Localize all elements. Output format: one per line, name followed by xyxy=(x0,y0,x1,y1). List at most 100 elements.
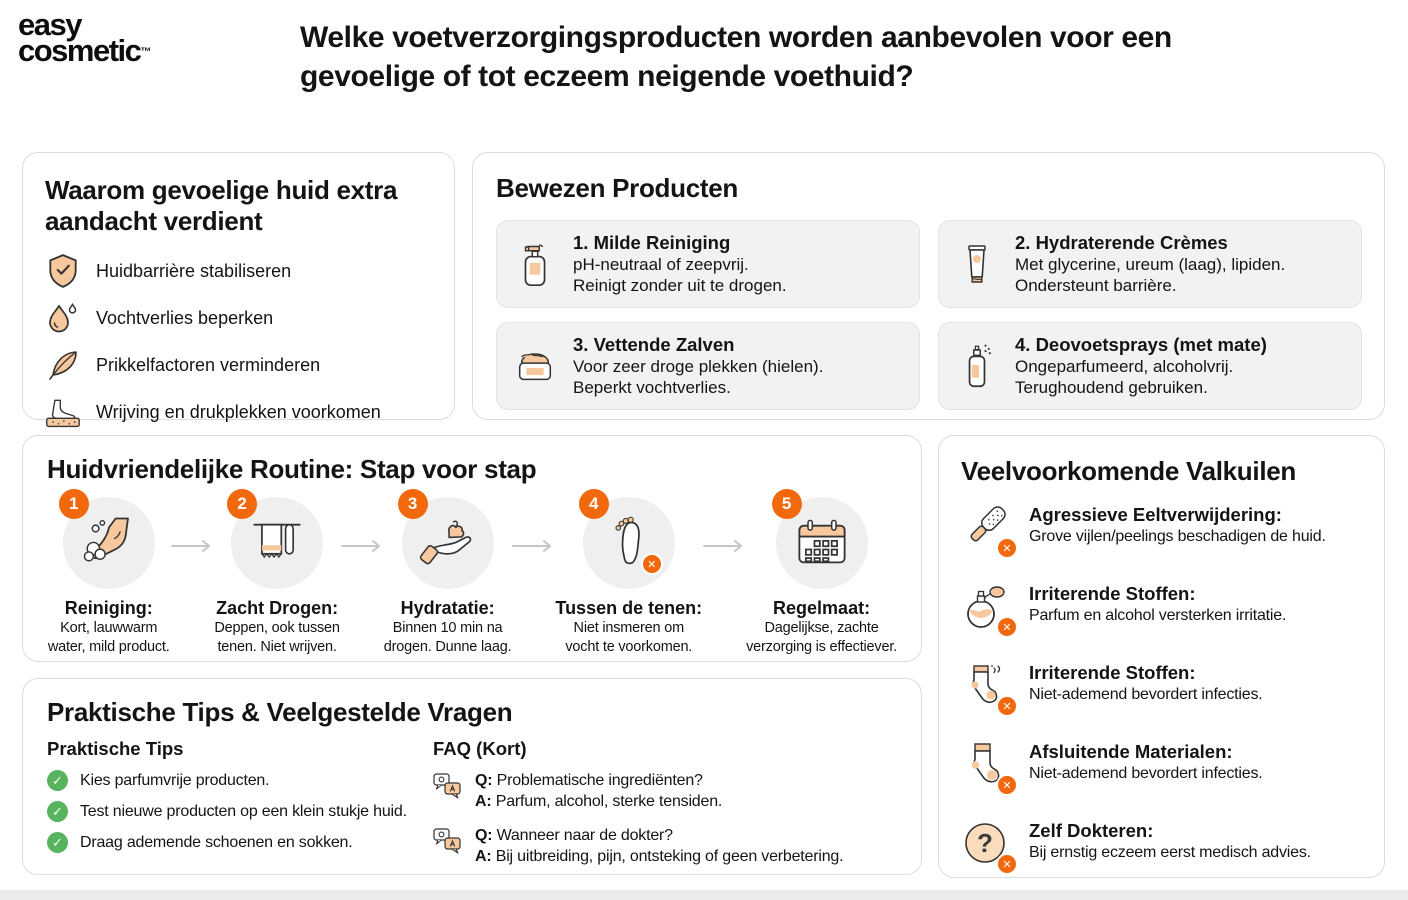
cream-tube-icon xyxy=(955,234,999,294)
faq-column: FAQ (Kort) Q: Problematische ingrediënte… xyxy=(433,738,897,880)
tip-label: Test nieuwe producten op een klein stukj… xyxy=(80,802,407,820)
foot-toes-x-icon xyxy=(601,515,657,571)
x-mark-badge xyxy=(996,853,1018,875)
easycosmetic-logo: easy cosmetic™ xyxy=(18,7,152,68)
step-title: Regelmaat: xyxy=(773,598,871,618)
why-item-label: Wrijving en drukplekken voorkomen xyxy=(96,401,381,422)
list-item: Wrijving en drukplekken voorkomen xyxy=(45,394,432,430)
product-line: Reinigt zonder uit te drogen. xyxy=(573,276,787,295)
tips-card-title: Praktische Tips & Veelgestelde Vragen xyxy=(47,697,513,727)
x-mark-badge xyxy=(996,537,1018,559)
pitfall-item-occlusive-materials: Afsluitende Materialen: Niet-ademend bev… xyxy=(961,740,1362,796)
step-number-badge: 2 xyxy=(227,489,258,519)
routine-card-title: Huidvriendelijke Routine: Stap voor stap xyxy=(47,454,537,484)
step-desc-line: Deppen, ook tussen xyxy=(214,620,340,636)
list-item: Test nieuwe producten op een klein stukj… xyxy=(47,801,433,822)
tip-label: Draag ademende schoenen en sokken. xyxy=(80,833,353,851)
routine-step-3: 3 Hydratatie: Binnen 10 min na drogen. D… xyxy=(383,489,512,656)
why-item-label: Huidbarrière stabiliseren xyxy=(96,260,292,281)
list-item: Huidbarrière stabiliseren xyxy=(45,253,432,289)
check-circle-icon xyxy=(47,832,68,853)
logo-line2: cosmetic™ xyxy=(18,33,152,68)
step-desc-line: Dagelijkse, zachte xyxy=(764,620,879,636)
step-title: Reiniging: xyxy=(64,598,153,618)
faq-entry: Q: Problematische ingrediënten? A: Parfu… xyxy=(433,770,897,812)
pitfall-desc: Niet-ademend bevordert infecties. xyxy=(1029,686,1263,703)
product-line: Beperkt vochtverlies. xyxy=(573,378,731,397)
product-line: Voor zeer droge plekken (hielen). xyxy=(573,357,824,376)
product-line: pH-neutraal of zeepvrij. xyxy=(573,255,749,274)
product-line: Ongeparfumeerd, alcoholvrij. xyxy=(1015,357,1234,376)
feather-icon xyxy=(45,347,81,383)
pitfall-desc: Grove vijlen/peelings beschadigen de hui… xyxy=(1029,528,1326,545)
tips-heading: Praktische Tips xyxy=(47,738,184,759)
step-circle: 2 xyxy=(227,489,324,589)
pitfalls-list: Agressieve Eeltverwijdering: Grove vijle… xyxy=(961,503,1362,875)
proven-products-card: Bewezen Producten 1. Milde Reiniging pH-… xyxy=(472,152,1385,420)
foot-file-x-icon xyxy=(961,503,1018,559)
step-desc-line: Niet insmeren om xyxy=(573,620,685,636)
check-circle-icon xyxy=(47,801,68,822)
list-item: Prikkelfactoren verminderen xyxy=(45,347,432,383)
list-item: Draag ademende schoenen en sokken. xyxy=(47,832,433,853)
arrow-right-icon xyxy=(511,539,555,553)
step-circle: 4 xyxy=(578,489,675,589)
why-card-title: Waarom gevoelige huid extra aandacht ver… xyxy=(45,175,398,236)
faq-question: Q: Problematische ingrediënten? xyxy=(475,772,703,789)
faq-answer: A: Parfum, alcohol, sterke tensiden. xyxy=(475,793,723,810)
step-desc-line: tenen. Niet wrijven. xyxy=(217,638,337,655)
routine-card: Huidvriendelijke Routine: Stap voor stap… xyxy=(22,435,922,662)
arrow-right-icon xyxy=(170,539,214,553)
shield-check-icon xyxy=(45,253,81,289)
why-item-label: Vochtverlies beperken xyxy=(96,307,274,328)
arrow-right-icon xyxy=(340,539,384,553)
pump-bottle-icon xyxy=(513,233,557,295)
product-title: 3. Vettende Zalven xyxy=(573,334,735,355)
faq-entry: Q: Wanneer naar de dokter? A: Bij uitbre… xyxy=(433,825,897,867)
product-item-hydrating-creams: 2. Hydraterende Crèmes Met glycerine, ur… xyxy=(938,220,1362,308)
list-item: Vochtverlies beperken xyxy=(45,300,432,336)
step-title: Hydratatie: xyxy=(400,598,495,618)
step-desc-line: Binnen 10 min na xyxy=(392,620,503,636)
products-grid: 1. Milde Reiniging pH-neutraal of zeepvr… xyxy=(496,220,1362,410)
step-number-badge: 5 xyxy=(771,489,802,519)
step-desc-line: water, mild product. xyxy=(47,638,170,655)
faq-answer: A: Bij uitbreiding, pijn, ontsteking of … xyxy=(475,848,844,865)
step-number-badge: 1 xyxy=(58,489,89,519)
arrow-right-icon xyxy=(702,539,746,553)
qa-chat-icon xyxy=(433,770,463,812)
product-item-deo-foot-sprays: 4. Deovoetsprays (met mate) Ongeparfumee… xyxy=(938,322,1362,410)
why-list: Huidbarrière stabiliseren Vochtverlies b… xyxy=(45,253,432,430)
cream-jar-icon xyxy=(513,344,557,388)
step-desc-line: drogen. Dunne laag. xyxy=(383,638,512,655)
tips-faq-card: Praktische Tips & Veelgestelde Vragen Pr… xyxy=(22,678,922,875)
pitfall-item-callus-removal: Agressieve Eeltverwijdering: Grove vijle… xyxy=(961,503,1362,559)
pitfall-desc: Bij ernstig eczeem eerst medisch advies. xyxy=(1029,844,1311,861)
tip-label: Kies parfumvrije producten. xyxy=(80,771,270,789)
sock-spray-x-icon xyxy=(961,661,1018,717)
qa-chat-icon xyxy=(433,825,463,867)
product-line: Met glycerine, ureum (laag), lipiden. xyxy=(1015,255,1286,274)
product-title: 4. Deovoetsprays (met mate) xyxy=(1015,334,1267,355)
calendar-icon xyxy=(794,517,850,569)
step-number-badge: 4 xyxy=(578,489,609,519)
logo-line1: easy xyxy=(18,7,82,42)
pitfalls-card-title: Veelvoorkomende Valkuilen xyxy=(961,456,1296,486)
foot-cushion-icon xyxy=(45,394,81,430)
towel-icon xyxy=(249,515,305,571)
why-sensitive-skin-card: Waarom gevoelige huid extra aandacht ver… xyxy=(22,152,455,427)
trademark-symbol: ™ xyxy=(140,46,152,58)
list-item: Kies parfumvrije producten. xyxy=(47,770,433,791)
routine-step-5: 5 Regelmaat: Dagelijkse, zachte verzorgi… xyxy=(746,489,897,656)
pitfall-desc: Parfum en alcohol versterken irritatie. xyxy=(1029,607,1287,624)
step-desc-line: vocht te voorkomen. xyxy=(565,638,693,655)
product-title: 2. Hydraterende Crèmes xyxy=(1015,232,1228,253)
pitfall-title: Zelf Dokteren: xyxy=(1029,820,1154,841)
x-mark-badge xyxy=(996,695,1018,717)
step-title: Zacht Drogen: xyxy=(216,598,339,618)
pitfalls-card: Veelvoorkomende Valkuilen Agressieve Eel… xyxy=(938,435,1385,878)
practical-tips-column: Praktische Tips Kies parfumvrije product… xyxy=(47,738,433,880)
product-line: Terughoudend gebruiken. xyxy=(1015,378,1208,397)
x-mark-badge xyxy=(996,774,1018,796)
